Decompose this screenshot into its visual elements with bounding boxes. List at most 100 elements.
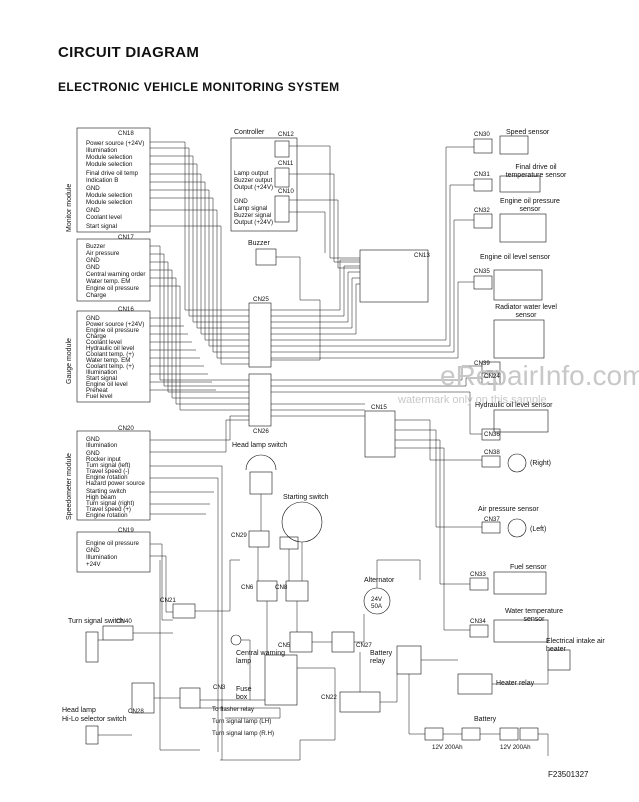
air-left-label: (Left)	[530, 526, 547, 533]
cn18-pin: Indication B	[86, 177, 119, 184]
cn18-pin: Module selection	[86, 199, 133, 206]
cn18-pin: Module selection	[86, 154, 133, 161]
cn19-pin: Engine oil pressure	[86, 540, 139, 547]
cn24-label: CN24	[484, 373, 500, 380]
cn8-label: CN8	[275, 584, 288, 591]
cn17-pin: Engine oil pressure	[86, 285, 139, 292]
hydraulic-sensor-label: Hydraulic oil level sensor	[475, 402, 553, 409]
cn17-pin: Central warning order	[86, 271, 146, 278]
heater-relay-label: Heater relay	[496, 680, 535, 687]
cn16-label: CN16	[118, 306, 134, 313]
cn17-pin: GND	[86, 264, 100, 271]
watermark-note: watermark only on this sample	[398, 394, 547, 406]
watermark-site: eRepairInfo.com	[440, 360, 639, 391]
cn39-label: CN39	[474, 360, 490, 367]
cn20-pin: Travel speed (+)	[86, 506, 131, 513]
cn36-label: CN36	[484, 431, 500, 438]
cn20-pin: Engine rotation	[86, 512, 128, 519]
cn18-pin: Power source (+24V)	[86, 140, 145, 147]
cn20-pin: High beam	[86, 494, 116, 501]
cn20-label: CN20	[118, 425, 134, 432]
battery-label: Battery	[474, 716, 497, 723]
cn20-pin: Illumination	[86, 442, 118, 449]
cn27-label: CN27	[356, 642, 372, 649]
cn22-label: CN22	[321, 694, 337, 701]
cn12-label: CN12	[278, 131, 294, 138]
cn20-pin: Rocker input	[86, 456, 121, 463]
speed-sensor-label: Speed sensor	[506, 129, 550, 136]
fuel-sensor-label: Fuel sensor	[510, 564, 547, 571]
cn19-pin: Illumination	[86, 554, 118, 561]
cn10-label: CN10	[278, 188, 294, 195]
cn37-label: CN37	[484, 516, 500, 523]
cn17-pin: Air pressure	[86, 250, 120, 257]
cn33-label: CN33	[470, 571, 486, 578]
cn35-label: CN35	[474, 268, 490, 275]
cn18-pin: Module selection	[86, 161, 133, 168]
to-flasher-relay-label: To flasher relay	[212, 706, 254, 713]
battery-relay-label: Battery relay	[370, 650, 393, 665]
cn3-label: CN3	[213, 684, 226, 691]
cn19-frame	[76, 531, 151, 573]
monitor-module-label: Monitor module	[66, 183, 73, 232]
cn19-pin: GND	[86, 547, 100, 554]
battery-rating-2: 12V 200Ah	[500, 744, 531, 751]
cn30-label: CN30	[474, 131, 490, 138]
hi-lo-selector-switch-label: Head lamp Hi-Lo selector switch	[62, 707, 127, 723]
cn17-label: CN17	[118, 234, 134, 241]
cn17-pin: Buzzer	[86, 243, 106, 250]
monitor-module-frame	[76, 127, 151, 233]
intake-heater-label: Electrical intake air heater	[546, 638, 605, 653]
cn20-pin: Turn signal (left)	[86, 462, 131, 469]
cn26-label: CN26	[253, 428, 269, 435]
cn16-pin: Coolant level	[86, 339, 122, 346]
cn29-label: CN29	[231, 532, 247, 539]
cn16-pin: Engine oil level	[86, 381, 128, 388]
air-pressure-sensor-label: Air pressure sensor	[478, 506, 539, 513]
cn11-label: CN11	[278, 160, 294, 167]
cn18-pin: Final drive oil temp	[86, 170, 138, 177]
speedometer-module-label: Speedometer module	[66, 453, 73, 520]
radiator-sensor-label: Radiator water level sensor	[495, 304, 557, 319]
cn16-pin: Start signal	[86, 375, 117, 382]
controller-pin: Output (+24V)	[234, 184, 274, 191]
cn25-label: CN25	[253, 296, 269, 303]
cn16-pin: Power source (+24V)	[86, 321, 145, 328]
final-drive-sensor-label: Final drive oil temperature sensor	[505, 164, 567, 179]
turn-lamp-rh-label: Turn signal lamp (R.H)	[212, 730, 275, 737]
alternator-rating: 24V 50A	[371, 596, 383, 610]
gauge-module-frame	[76, 310, 151, 403]
speedometer-module-frame	[76, 430, 151, 521]
gauge-module-label: Gauge module	[66, 338, 73, 384]
cn28-label: CN28	[128, 708, 144, 715]
cn20-pin: GND	[86, 450, 100, 457]
cn20-pin: Turn signal (right)	[86, 500, 135, 507]
page-subtitle: ELECTRONIC VEHICLE MONITORING SYSTEM	[58, 80, 340, 94]
controller-pin: Output (+24V)	[234, 219, 274, 226]
engine-oil-level-sensor-label: Engine oil level sensor	[480, 254, 551, 261]
cn19-pin: +24V	[86, 561, 101, 568]
turn-lamp-lh-label: Turn signal lamp (LH)	[212, 718, 272, 725]
turn-signal-switch-label: Turn signal switch	[68, 618, 124, 625]
cn16-pin: Fuel level	[86, 393, 113, 400]
cn34-label: CN34	[470, 618, 486, 625]
cn18-pin: Illumination	[86, 147, 118, 154]
central-warning-lamp-label: Central warning lamp	[236, 650, 286, 665]
cn20-pin: Engine rotation	[86, 474, 128, 481]
cn16-pin: Preheat	[86, 387, 108, 394]
cn19-label: CN19	[118, 527, 134, 534]
cn13-label: CN13	[414, 252, 430, 259]
alternator-label: Alternator	[364, 577, 395, 584]
controller-pin: Buzzer signal	[234, 212, 272, 219]
cn16-pin: Coolant temp. (+)	[86, 351, 134, 358]
cn17-pin: Charge	[86, 292, 107, 299]
cn17-pin: GND	[86, 257, 100, 264]
cn20-pin: GND	[86, 436, 100, 443]
water-temp-sensor-label: Water temperature sensor	[504, 608, 564, 623]
cn38-label: CN38	[484, 449, 500, 456]
cn16-pin: Illumination	[86, 369, 118, 376]
cn20-pin: Hazard power source	[86, 480, 145, 487]
battery-rating-1: 12V 200Ah	[432, 744, 463, 751]
controller-label: Controller	[234, 129, 265, 136]
